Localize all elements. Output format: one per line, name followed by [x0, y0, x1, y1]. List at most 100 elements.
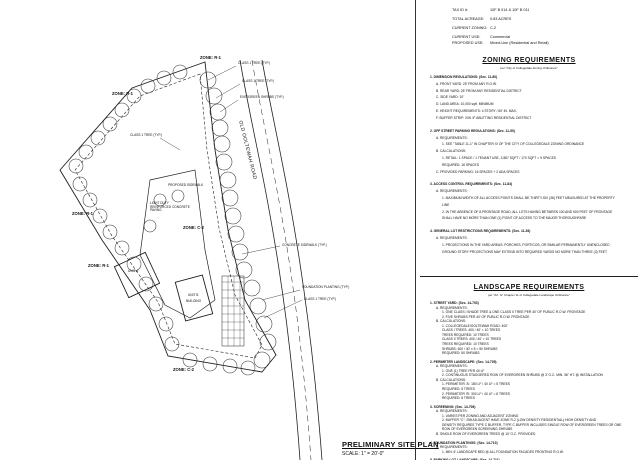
- note-line: B. REAR YARD: 25' FROM ANY RESIDENTIAL D…: [436, 88, 522, 93]
- zone-label: ZONE: R-1: [112, 91, 133, 96]
- note-line: E. HEIGHT REQUIREMENTS: 4 STORY / 60' IN…: [436, 109, 517, 113]
- plan-title: PRELIMINARY SITE PLAN: [342, 440, 439, 449]
- note-line: A. REQUIREMENTS:: [436, 364, 468, 369]
- note-heading: 2. OFF STREET PARKING REGULATIONS: (Sec.…: [430, 128, 515, 133]
- note-line: 1. ONE CLASS I SHADE TREE & ONE CLASS II…: [442, 310, 586, 315]
- zone-label: ZONE: R-1: [88, 263, 109, 268]
- note-line: 1. MAXIMUM WIDTH OF ALL ACCESS POINTS SH…: [442, 196, 615, 201]
- paving-hatch-lines: [222, 276, 244, 346]
- note-line: F. BUFFER STRIP: 20ft. IF ABUTTING RESID…: [436, 115, 532, 120]
- note-line: B. SINGLE ROW OF EVERGREEN TREES @ 10' O…: [436, 432, 536, 437]
- info-row: TAX ID #:10F B 014 & 10F B 011: [452, 8, 530, 12]
- note-line: TREES REQUIRED: 10 TREES: [442, 332, 489, 337]
- note-line: A. REQUIREMENTS:: [436, 409, 468, 414]
- note-line: REQUIRED: 5 TREES: [442, 386, 475, 391]
- note-line: 2. FIVE SHRUBS PER 40' OF PUBLIC R.O.W. …: [442, 314, 530, 319]
- note-line: 1. PERIMETER 'A': 180 LF / 40 LF = 5 TRE…: [442, 382, 510, 387]
- plan-scale: SCALE: 1" = 20'-0": [342, 451, 385, 457]
- note-line: 1. VARIES PER ZONING AND ADJACENT ZONING: [442, 413, 519, 418]
- info-row: TOTAL ACREAGE:0.83 ACRES: [452, 17, 512, 21]
- zone-label: ZONE: C-2: [173, 367, 194, 372]
- leader-lines: [159, 65, 303, 319]
- note-line: REQUIRED: 16 SPACES: [442, 162, 479, 167]
- callout: CLASS 1 TREE (TYP.): [238, 61, 271, 65]
- note-heading: 3. ACCESS CONTROL REQUIREMENTS: (Sec. 11…: [430, 182, 513, 187]
- note-line: A. REQUIREMENTS:: [436, 135, 468, 140]
- note-line: DENSITY REQUIRES TYPE C BUFFER, TYPE C B…: [442, 422, 622, 427]
- note-heading: 3. SCREENING: (Sec. 14-706): [430, 404, 476, 409]
- note-line: A. REQUIREMENTS:: [436, 189, 468, 194]
- zone-label: ZONE: R-1: [72, 211, 93, 216]
- note-heading: 4. GENERAL LOT RESTRICTIONS REQUIREMENTS…: [430, 229, 531, 234]
- note-line: B. CALCULATIONS:: [436, 377, 466, 382]
- building-unit-a: [113, 251, 161, 299]
- note-line: 2. CONTINUOUS STAGGERED ROW OF EVERGREEN…: [442, 373, 603, 378]
- note-line: TREES REQUIRED: 10 TREES: [442, 341, 489, 346]
- callout: UNIT A: [128, 269, 139, 273]
- info-row: CURRENT USE:Commercial: [452, 35, 511, 39]
- note-line: 2. IN THE ABSENCE OF A FRONTAGE ROAD, AL…: [442, 209, 613, 214]
- note-line: B. CALCULATIONS:: [436, 149, 466, 154]
- parking-area: [139, 169, 216, 319]
- landscape-title: LANDSCAPE REQUIREMENTS: [473, 284, 585, 291]
- note-line: 2. BUFFER "C": 25ft ADJACENT HAVE ZONE R…: [442, 418, 597, 423]
- section-rule: [420, 276, 638, 277]
- callout: CLASS 1 TREE (TYP.): [130, 133, 163, 137]
- note-line: LINE: [442, 202, 450, 207]
- note-line: CLASS I TREES: 400 / 40' = 10 TREES: [442, 328, 501, 333]
- note-line: REQUIRED: 8 TREES: [442, 396, 475, 401]
- callout: BUILDING: [186, 299, 202, 303]
- setback-line: [74, 73, 263, 359]
- paving-hatch: [221, 275, 245, 347]
- note-line: A. REQUIREMENTS:: [436, 236, 468, 241]
- note-line: 1. SEE "TABLE 11-1" IN CHAPTER XI OF THE…: [442, 142, 585, 147]
- note-heading: 1. DIMENSION REGULATIONS: (Sec. 11-80): [430, 75, 498, 79]
- note-line: 1. MIN. 6' LANDSCAPE BED @ ALL FOUNDATIO…: [442, 449, 564, 454]
- info-row: PROPOSED USE:Mixed-Use (Residential and …: [452, 41, 549, 45]
- callout: CLASS 1 TREE (TYP.): [242, 79, 275, 83]
- note-line: 1. COLLEGEDALE/OOLTEWAH ROAD: 400': [442, 323, 508, 328]
- site-plan-graphic: [59, 59, 323, 460]
- note-line: GROUND STORY PROJECTIONS MAY EXTEND INTO…: [442, 249, 607, 254]
- notes-column: TAX ID #:10F B 014 & 10F B 011 TOTAL ACR…: [420, 0, 638, 460]
- note-line: A. FRONT YARD: 25' FROM ANY R.O.W.: [436, 81, 497, 86]
- note-line: ROW OF EVERGREEN SCREENING SHRUBS: [442, 427, 513, 432]
- note-line: A. REQUIREMENTS:: [436, 445, 468, 450]
- property-boundary: [59, 61, 277, 373]
- zoning-subtitle: per "City of Collegedale Zoning Ordinanc…: [500, 66, 558, 70]
- road-edges: [239, 59, 323, 460]
- note-line: SHRUBS: 400 / 40' x 5 = 50 SHRUBS: [442, 346, 498, 351]
- callout: PROPOSED SIDEWALK: [168, 183, 204, 187]
- landscape-subtitle: per "Art. IV, Chapter 11 of Collegedale …: [488, 293, 570, 297]
- callout: FOUNDATION PLANTING (TYP.): [302, 285, 350, 289]
- callout: UNIT B: [188, 293, 199, 297]
- callout: CLASS 1 TREE (TYP.): [304, 297, 337, 301]
- callout: EVERGREEN SHRUBS (TYP.): [240, 95, 284, 99]
- note-line: 1. RETAIL: 1 SPACE / 1 TENANT USE, 2,887…: [442, 155, 557, 160]
- zoning-title: ZONING REQUIREMENTS: [482, 57, 576, 64]
- note-line: C. PROVIDED PARKING: 16 SPACES + 2 ADA S…: [436, 169, 520, 174]
- callout: LIGHT DUTY REINFORCED CONCRETE PAVING: [150, 201, 190, 213]
- note-heading: 2. PERIMETER LANDSCAPE: (Sec. 14-705): [430, 359, 497, 364]
- note-heading: 1. STREET YARD: (Sec. 14-703): [430, 301, 479, 305]
- note-line: SHALL HAVE NO MORE THAN ONE (1) POINT OF…: [442, 216, 587, 221]
- building-unit-b: [174, 274, 214, 322]
- column-divider: [415, 0, 416, 460]
- note-line: D. LAND AREA: 10,000 sqft. MINIMUM: [436, 102, 494, 107]
- zone-label: ZONE: R-1: [200, 55, 221, 60]
- note-line: A. REQUIREMENTS:: [436, 305, 468, 310]
- note-line: CLASS II TREES: 400 / 40' = 10 TREES: [442, 337, 502, 342]
- note-line: REQUIRED: 50 SHRUBS: [442, 351, 480, 356]
- tree-symbols: [68, 64, 277, 376]
- note-line: 1. PROJECTIONS IN THE YARD AREAS: PORCHE…: [442, 242, 610, 247]
- callout: CONCRETE SIDEWALK (TYP.): [282, 243, 327, 247]
- note-heading: 5. PARKING LOT LANDSCAPE: (Sec. 14-711): [430, 459, 500, 460]
- note-line: C. SIDE YARD: 10': [436, 95, 464, 100]
- note-heading: 4. FOUNDATION PLANTINGS: (Sec. 14-710): [430, 440, 498, 445]
- info-row: CURRENT ZONING:C-2: [452, 26, 497, 30]
- note-line: 1. ONE (1) TREE PER 40 LF: [442, 368, 485, 373]
- site-plan-drawing: ZONE: R-1 ZONE: R-1 ZONE: C-2 ZONE: C-2 …: [59, 55, 439, 460]
- zone-label: ZONE: C-2: [183, 225, 204, 230]
- note-line: 2. PERIMETER 'B': 300 LF / 40 LF = 8 TRE…: [442, 391, 510, 396]
